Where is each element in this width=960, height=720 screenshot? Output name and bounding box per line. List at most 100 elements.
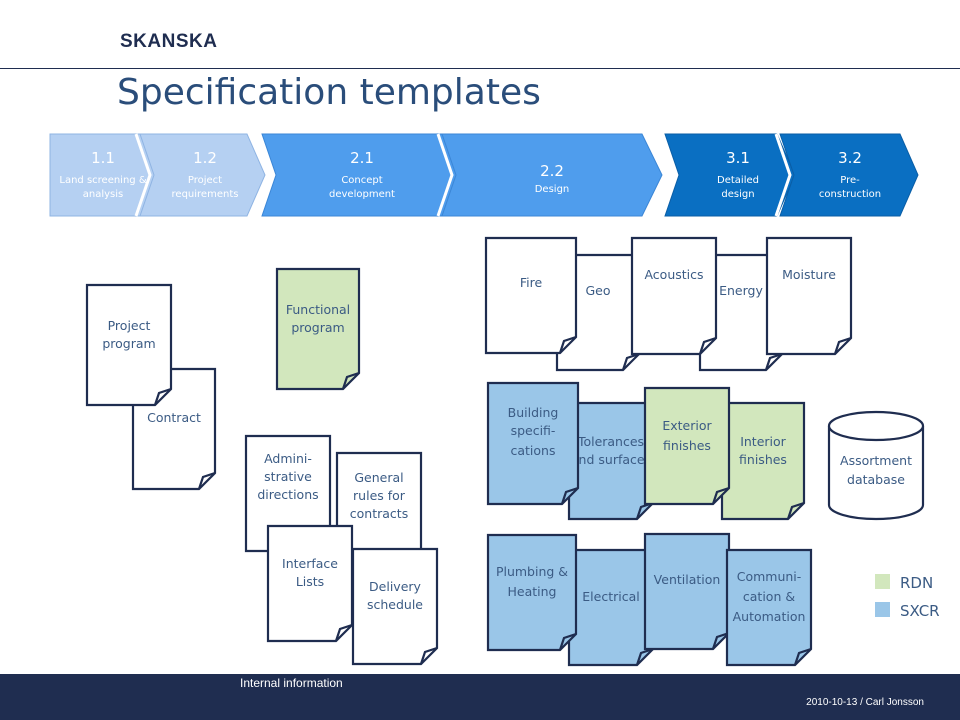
document-plumbing-heating: Plumbing & Heating bbox=[486, 533, 578, 652]
phase-number: 1.1 bbox=[91, 149, 115, 167]
document-shape bbox=[725, 548, 813, 667]
document-shape bbox=[720, 401, 806, 521]
document-fold bbox=[833, 336, 852, 355]
document-fold bbox=[698, 336, 717, 355]
database-label-line: Assortment bbox=[840, 453, 912, 468]
document-label-line: cation & bbox=[743, 589, 795, 604]
document-shape bbox=[351, 547, 439, 666]
legend-label: RDN bbox=[900, 574, 933, 592]
document-label-line: Ventilation bbox=[654, 572, 721, 587]
document-fire: Fire bbox=[484, 236, 578, 355]
document-fold bbox=[153, 387, 172, 406]
phase-label-line: Detailed bbox=[717, 175, 759, 186]
document-communication-automation: Communi-cation & Automation bbox=[725, 548, 813, 667]
phase-number: 2.1 bbox=[350, 149, 374, 167]
document-fold bbox=[621, 352, 640, 371]
document-shape bbox=[643, 532, 731, 651]
document-shape bbox=[85, 283, 173, 407]
document-fold bbox=[711, 631, 730, 650]
document-shape bbox=[630, 236, 718, 356]
document-label-line: Delivery bbox=[369, 579, 421, 594]
footer-date-author: 2010-10-13 / Carl Jonsson bbox=[806, 697, 924, 708]
phase-arrow bbox=[441, 133, 663, 217]
document-label-line: rules for bbox=[353, 488, 406, 503]
phase-label-line: Project bbox=[188, 175, 222, 186]
document-shape bbox=[275, 267, 361, 391]
document-label-line: Project bbox=[108, 318, 151, 333]
document-functional-program: Functional program bbox=[275, 267, 361, 391]
document-fold bbox=[711, 486, 730, 505]
document-fold bbox=[558, 632, 577, 651]
document-shape bbox=[765, 236, 853, 356]
document-label-line: Electrical bbox=[582, 589, 639, 604]
phase-label-line: analysis bbox=[83, 189, 124, 200]
phase-label-line: Concept bbox=[341, 175, 382, 186]
legend-label: SXCR bbox=[900, 602, 940, 620]
legend-item-rdn: RDN bbox=[875, 574, 933, 592]
document-label-line: Building bbox=[508, 405, 559, 420]
document-label-line: finishes bbox=[739, 452, 787, 467]
document-shape bbox=[484, 236, 578, 355]
document-label-line: schedule bbox=[367, 597, 423, 612]
legend-swatch bbox=[875, 602, 890, 617]
legend-swatch bbox=[875, 574, 890, 589]
document-electrical: Electrical bbox=[567, 548, 655, 667]
document-fold bbox=[786, 501, 805, 520]
document-shape bbox=[486, 381, 580, 506]
document-label-line: General bbox=[354, 470, 403, 485]
document-fold bbox=[635, 647, 654, 666]
document-label-line: Energy bbox=[719, 283, 763, 298]
document-label-line: Exterior bbox=[662, 418, 712, 433]
document-label-line: Fire bbox=[520, 275, 543, 290]
phase-number: 3.1 bbox=[726, 149, 750, 167]
database-body bbox=[827, 426, 925, 521]
document-label-line: Lists bbox=[296, 574, 324, 589]
document-label-line: program bbox=[102, 336, 155, 351]
document-shape bbox=[266, 524, 354, 643]
document-label-line: Automation bbox=[733, 609, 806, 624]
document-label-line: Functional bbox=[286, 302, 350, 317]
document-exterior-finishes: Exterior finishes bbox=[643, 386, 731, 506]
phase-label-line: Design bbox=[535, 184, 570, 195]
document-shape bbox=[567, 548, 655, 667]
phase-number: 3.2 bbox=[838, 149, 862, 167]
document-fold bbox=[419, 646, 438, 665]
phase-arrow bbox=[139, 133, 266, 217]
document-fold bbox=[558, 335, 577, 354]
document-label-line: contracts bbox=[350, 506, 408, 521]
document-acoustics: Acoustics bbox=[630, 236, 718, 356]
page-title: Specification templates bbox=[117, 72, 541, 113]
phase-label-line: Land screening & bbox=[59, 175, 146, 186]
document-shape bbox=[567, 401, 655, 521]
phase-separator bbox=[436, 133, 454, 217]
document-label-line: Contract bbox=[147, 410, 201, 425]
document-fold bbox=[764, 352, 783, 371]
document-ventilation: Ventilation bbox=[643, 532, 731, 651]
document-delivery-schedule: Delivery schedule bbox=[351, 547, 439, 666]
document-label-line: Communi- bbox=[737, 569, 802, 584]
document-fold bbox=[334, 623, 353, 642]
phase-separator bbox=[659, 133, 677, 217]
document-moisture: Moisture bbox=[765, 236, 853, 356]
skanska-logo: SKANSKA bbox=[120, 31, 218, 52]
document-label-line: Moisture bbox=[782, 267, 836, 282]
document-label-line: Heating bbox=[508, 584, 557, 599]
document-label-line: program bbox=[291, 320, 344, 335]
phase-number: 1.2 bbox=[193, 149, 217, 167]
legend-item-sxcr: SXCR bbox=[875, 602, 940, 620]
database-top bbox=[827, 410, 925, 442]
document-label-line: Plumbing & bbox=[496, 564, 568, 579]
document-fold bbox=[197, 471, 216, 490]
document-label-line: finishes bbox=[663, 438, 711, 453]
document-label-line: and surfaces bbox=[571, 452, 651, 467]
